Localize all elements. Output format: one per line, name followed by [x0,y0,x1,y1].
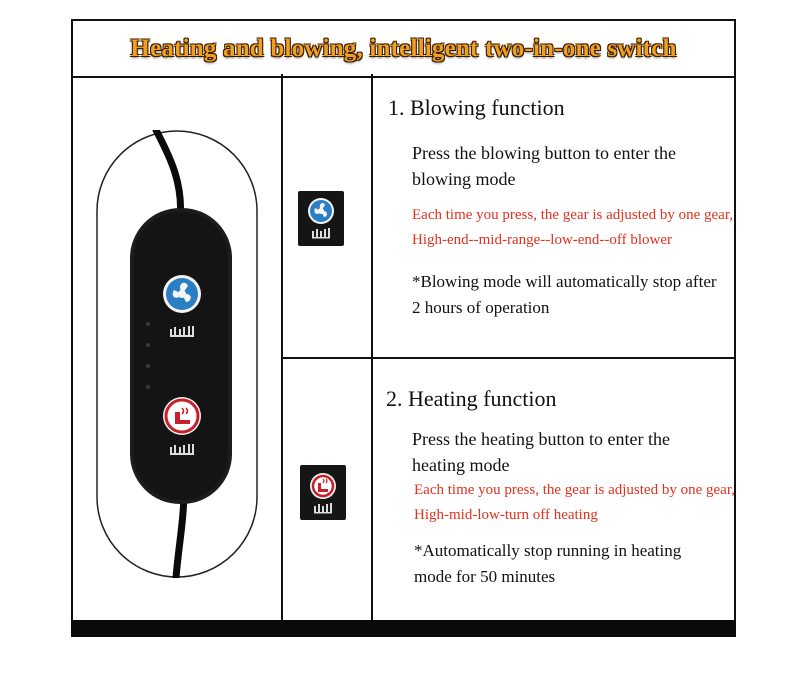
heating-line-1: Press the heating button to enter the [412,429,670,449]
blowing-note: *Blowing mode will automatically stop af… [412,269,717,321]
heating-red-line-1: Each time you press, the gear is adjuste… [414,482,735,498]
controller-illustration [96,126,258,582]
title-row: Heating and blowing, intelligent two-in-… [73,21,734,78]
level-bars-icon [312,228,330,239]
blowing-note-line-2: 2 hours of operation [412,298,550,317]
blowing-description: Press the blowing button to enter the bl… [412,140,676,192]
blowing-red-line-1: Each time you press, the gear is adjuste… [412,207,733,223]
heating-note-line-2: mode for 50 minutes [414,567,556,586]
heating-note-line-1: *Automatically stop running in heating [414,541,682,560]
blowing-line-2: blowing mode [412,169,516,189]
heating-description: Press the heating button to enter the he… [412,426,670,478]
blowing-gear-info: Each time you press, the gear is adjuste… [412,203,733,253]
controller-svg [96,126,258,582]
level-bars-icon [314,503,332,514]
blowing-heading: 1. Blowing function [388,95,565,120]
divider-left [281,74,283,620]
fan-icon [298,191,344,246]
seat-heat-icon [300,465,346,520]
controller-fan-button [163,275,201,313]
heating-note: *Automatically stop running in heating m… [414,538,681,590]
controller-fan-levels [170,326,194,337]
controller-heat-button [163,397,201,435]
blowing-red-line-2: High-end--mid-range--low-end--off blower [412,232,673,248]
heating-red-line-2: High-mid-low-turn off heating [414,507,598,523]
heating-line-2: heating mode [412,455,510,475]
heating-gear-info: Each time you press, the gear is adjuste… [414,478,735,528]
blowing-line-1: Press the blowing button to enter the [412,143,676,163]
blowing-note-line-1: *Blowing mode will automatically stop af… [412,272,717,291]
heating-heading: 2. Heating function [386,386,557,411]
controller-heat-levels [170,444,194,455]
page-title: Heating and blowing, intelligent two-in-… [130,34,677,62]
divider-middle [281,357,736,359]
bottom-bar [71,620,736,637]
divider-right [371,74,373,620]
